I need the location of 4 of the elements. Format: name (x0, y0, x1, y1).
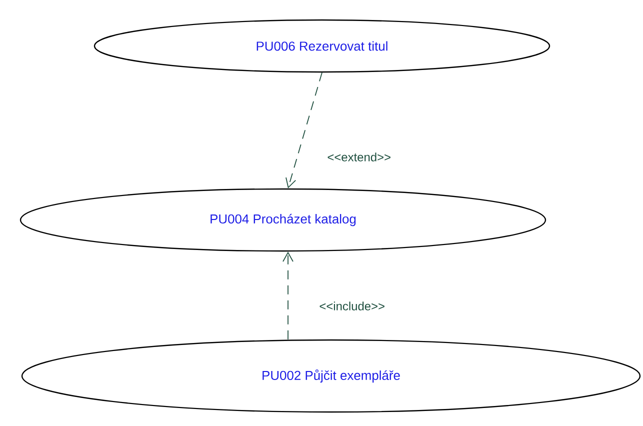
edge-label: <<extend>> (326, 152, 392, 162)
dependency-arrow (282, 252, 294, 340)
dependency-arrow (286, 72, 322, 188)
edge-label: <<include>> (318, 300, 386, 312)
